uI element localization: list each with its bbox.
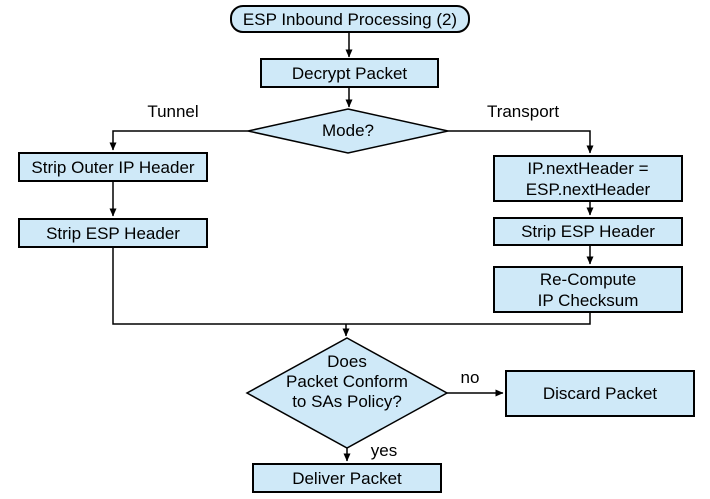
node-strip-esp-header-transport: Strip ESP Header (493, 217, 683, 246)
decision-mode-diamond (247, 108, 449, 154)
edge-label-yes: yes (370, 441, 398, 460)
edge-label-tunnel: Tunnel (147, 102, 199, 121)
decision-policy-diamond (245, 337, 449, 449)
edge-merge (112, 248, 591, 325)
node-decrypt-packet: Decrypt Packet (260, 58, 439, 88)
decision-mode-label: Mode? (322, 121, 374, 140)
edge-label-no: no (460, 368, 480, 387)
edge-mode-transport (448, 130, 594, 154)
node-ip-nextheader-assignment: IP.nextHeader = ESP.nextHeader (493, 155, 683, 202)
node-esp-inbound-processing: ESP Inbound Processing (2) (230, 5, 470, 33)
decision-policy-label: Does Packet Conform to SAs Policy? (286, 352, 408, 411)
node-discard-packet: Discard Packet (505, 370, 695, 417)
edge-mode-tunnel (109, 130, 248, 151)
node-deliver-packet: Deliver Packet (252, 463, 442, 493)
node-strip-outer-ip-header: Strip Outer IP Header (18, 152, 208, 182)
node-recompute-ip-checksum: Re-Compute IP Checksum (493, 266, 683, 313)
edge-label-transport: Transport (486, 102, 560, 121)
node-strip-esp-header-tunnel: Strip ESP Header (18, 218, 208, 248)
